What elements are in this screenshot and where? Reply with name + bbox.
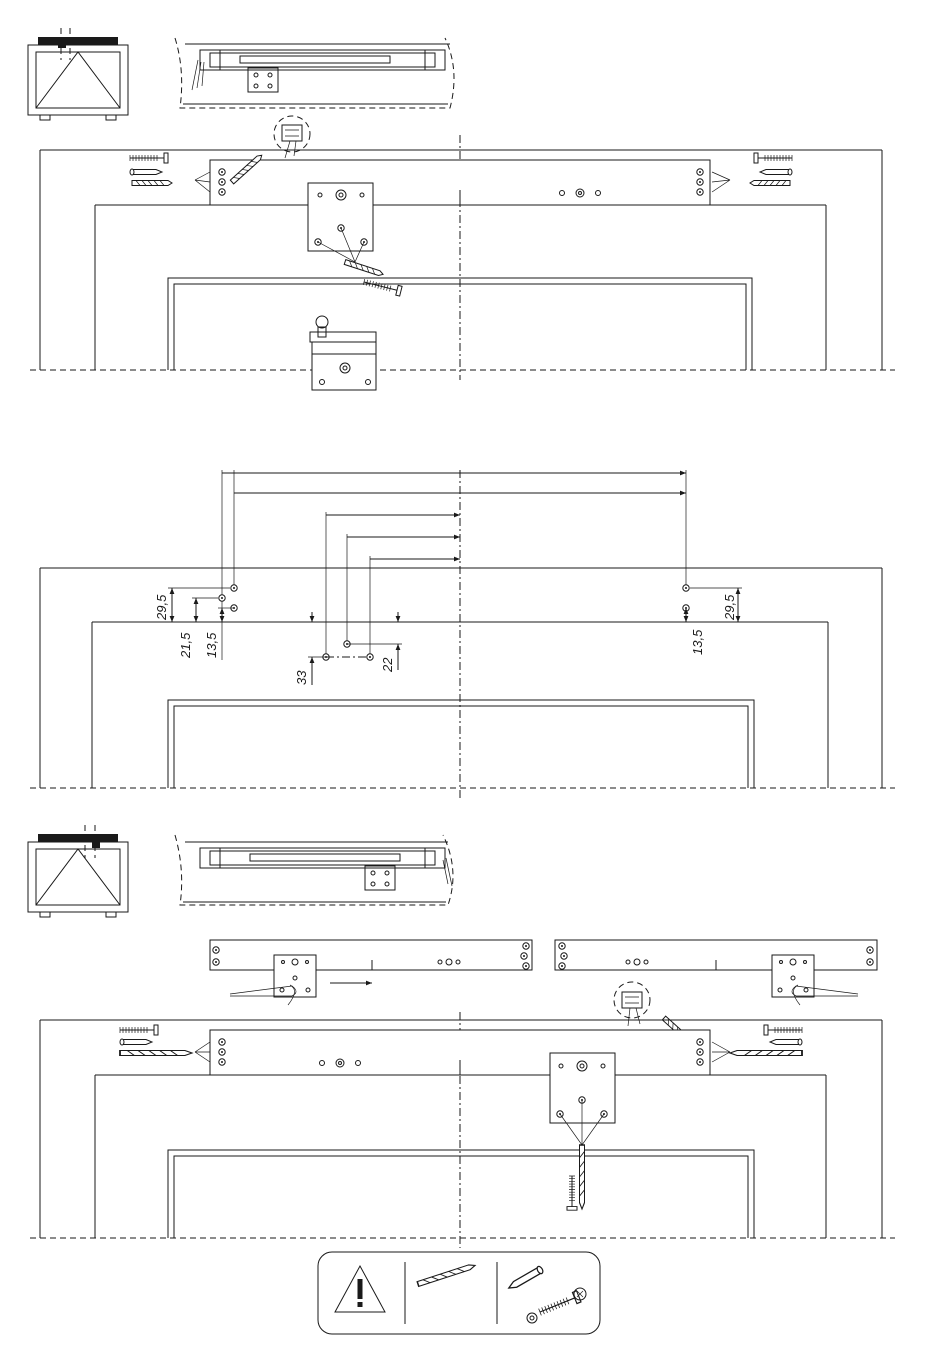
notice-box: [318, 1252, 600, 1334]
dim-21-5-left: 21,5: [178, 632, 193, 659]
dim-33: 33: [294, 670, 309, 685]
door-orientation-icon-2: [28, 825, 128, 917]
plate-variant-right: [555, 940, 877, 1005]
door-orientation-icon: [28, 28, 128, 120]
closer-top-detail-2: [175, 835, 453, 905]
arm-bracket-3: [550, 1053, 615, 1210]
drill-bit-icon: [417, 1263, 476, 1286]
closer-top-detail: [175, 38, 454, 108]
arm-shoe-1: [310, 316, 376, 390]
dim-22: 22: [380, 657, 395, 673]
step-2-dimensions: 29,5 21,5 13,5 33 22 13,5 29,5: [30, 470, 895, 800]
screw-and-plug-icon: [507, 1265, 586, 1323]
dim-13-5-left: 13,5: [204, 632, 219, 658]
mounting-plate-1: [130, 153, 792, 205]
step-1: [28, 28, 895, 390]
dim-29-5-right: 29,5: [722, 594, 737, 621]
mounting-plate-3: [120, 1025, 802, 1075]
dim-13-5-right: 13,5: [690, 629, 705, 655]
dim-29-5-left: 29,5: [154, 594, 169, 621]
warning-triangle-icon: [335, 1266, 385, 1312]
plate-variant-left: [210, 940, 532, 1005]
step-3: [28, 825, 895, 1248]
